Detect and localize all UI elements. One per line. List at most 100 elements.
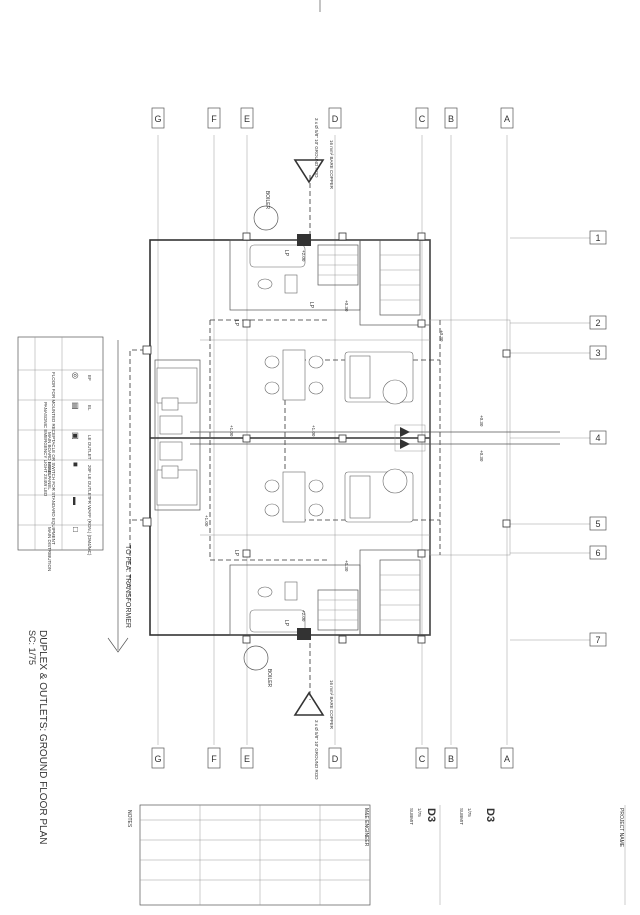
- kitchen-bottom: [156, 441, 198, 506]
- svg-text:C: C: [419, 754, 426, 764]
- svg-text:BOILER: BOILER: [266, 669, 272, 688]
- svg-text:16 mm² BARE COPPER: 16 mm² BARE COPPER: [329, 680, 334, 730]
- svg-text:+2.00: +2.00: [301, 610, 306, 622]
- central-conduit: [190, 424, 560, 452]
- svg-text:3 x Ø 5/8" 10' GROUND ROD: 3 x Ø 5/8" 10' GROUND ROD: [314, 118, 319, 178]
- svg-text:LOAD PANEL: LOAD PANEL: [47, 462, 52, 490]
- svg-text:E: E: [244, 754, 250, 764]
- svg-text:LP: LP: [283, 250, 289, 257]
- svg-text:SUBMIT: SUBMIT: [459, 808, 464, 825]
- svg-text:+1.00: +1.00: [204, 515, 209, 527]
- svg-text:+0.30: +0.30: [439, 330, 444, 342]
- height-labels: +0.30 +0.30 +1.00 +1.00 +0.30 +0.30 +1.0…: [204, 250, 484, 622]
- grid-bubble-E-top: E: [240, 107, 254, 129]
- svg-text:+0.30: +0.30: [479, 415, 484, 427]
- grid-bubble-F-bottom: F: [207, 747, 221, 769]
- svg-text:G: G: [154, 114, 161, 124]
- svg-text:3: 3: [595, 348, 600, 358]
- svg-text:TO FEA. TRANSFORMER: TO FEA. TRANSFORMER: [124, 545, 131, 628]
- svg-text:16 mm² BARE COPPER: 16 mm² BARE COPPER: [329, 140, 334, 190]
- stairs-bottom: [317, 559, 421, 636]
- svg-text:F: F: [211, 114, 217, 124]
- svg-text:A: A: [504, 114, 510, 124]
- svg-text:7: 7: [595, 635, 600, 645]
- svg-text:EF: EF: [87, 375, 92, 381]
- svg-text:DUPLEX & OUTLETS: GROUND FLOOR: DUPLEX & OUTLETS: GROUND FLOOR PLAN: [37, 630, 48, 845]
- svg-text:1/75: 1/75: [417, 808, 422, 817]
- grid-bubble-A-top: A: [500, 107, 514, 129]
- svg-text:5: 5: [595, 519, 600, 529]
- svg-text:20F LE OUTLET: 20F LE OUTLET: [87, 465, 92, 499]
- load-panel-bottom: [297, 628, 311, 640]
- svg-text:+0.30: +0.30: [344, 300, 349, 312]
- svg-text:+0.30: +0.30: [344, 560, 349, 572]
- svg-text:D3: D3: [425, 808, 437, 822]
- svg-text:B: B: [448, 754, 454, 764]
- legend-table: EF ◎ FLOOR FOR MOUNTED RECEPTACLE OR SWI…: [17, 336, 104, 571]
- grid-bubble-B-top: B: [444, 107, 458, 129]
- building-walls: [149, 239, 511, 636]
- svg-text:+0.30: +0.30: [479, 450, 484, 462]
- svg-text:■: ■: [71, 462, 80, 467]
- ground-rod-bottom: 3 x Ø 5/8" 10' GROUND ROD 16 mm² BARE CO…: [293, 680, 334, 780]
- grid-bubble-F-top: F: [207, 107, 221, 129]
- grid-bubble-6: 6: [589, 545, 607, 560]
- grid-bubble-B-bottom: B: [444, 747, 458, 769]
- boiler-top: BOILER: [253, 191, 279, 231]
- junction-boxes: [142, 232, 511, 644]
- svg-text:D: D: [332, 114, 339, 124]
- grid-bubble-D-top: D: [328, 107, 342, 129]
- svg-text:A: A: [504, 754, 510, 764]
- grid-number-lines: [510, 237, 590, 641]
- svg-text:1: 1: [595, 233, 600, 243]
- svg-text:NOTES: NOTES: [126, 810, 132, 828]
- stairs-top: [317, 239, 421, 316]
- bathroom-top: [249, 244, 306, 294]
- grid-bubble-C-bottom: C: [415, 747, 429, 769]
- svg-text:+1.00: +1.00: [311, 425, 316, 437]
- svg-text:EL: EL: [87, 405, 92, 411]
- svg-text:SC: 1/75: SC: 1/75: [27, 630, 37, 665]
- svg-text:▬: ▬: [71, 497, 80, 505]
- svg-text:C: C: [419, 114, 426, 124]
- dining-table-bottom: [264, 471, 324, 523]
- svg-text:LP: LP: [233, 320, 239, 327]
- svg-text:LP: LP: [233, 550, 239, 557]
- grid-bubble-G-bottom: G: [151, 747, 165, 769]
- grid-bubble-C-top: C: [415, 107, 429, 129]
- svg-text:3 x Ø 5/8" 10' GROUND ROD: 3 x Ø 5/8" 10' GROUND ROD: [314, 720, 319, 780]
- sofa-bottom: [344, 468, 414, 523]
- kitchen-top: [156, 367, 198, 435]
- svg-text:MAIN BOARD PANEL: MAIN BOARD PANEL: [47, 432, 52, 477]
- ground-rod-top: 3 x Ø 5/8" 10' GROUND ROD 16 mm² BARE CO…: [293, 118, 334, 190]
- svg-text:1/75: 1/75: [467, 808, 472, 817]
- circuit-lines: [129, 175, 441, 700]
- svg-text:PANASONIC EMERGENCY LIGHT 2X4W: PANASONIC EMERGENCY LIGHT 2X4W LED: [43, 402, 48, 497]
- svg-text:B: B: [448, 114, 454, 124]
- load-panel-top: [297, 234, 311, 246]
- transformer-arrow: TO FEA. TRANSFORMER: [107, 340, 131, 653]
- svg-text:FR WAFF (RON.) (DM4/MC): FR WAFF (RON.) (DM4/MC): [87, 498, 92, 556]
- svg-text:LE OUTLET: LE OUTLET: [87, 435, 92, 460]
- grid-bubble-4: 4: [589, 430, 607, 445]
- svg-text:D3: D3: [484, 808, 496, 822]
- boiler-bottom: BOILER: [243, 645, 272, 688]
- svg-text:D: D: [332, 754, 339, 764]
- svg-text:□: □: [71, 527, 80, 532]
- svg-text:+2.00: +2.00: [301, 250, 306, 262]
- grid-bubble-A-bottom: A: [500, 747, 514, 769]
- svg-text:F: F: [211, 754, 217, 764]
- svg-text:LP: LP: [308, 302, 314, 309]
- svg-text:▤: ▤: [71, 402, 80, 410]
- grid-bubble-3: 3: [589, 345, 607, 360]
- grid-bubble-G-top: G: [151, 107, 165, 129]
- drawing-title: DUPLEX & OUTLETS: GROUND FLOOR PLAN SC: …: [27, 630, 48, 845]
- grid-bubble-5: 5: [589, 516, 607, 531]
- grid-bubble-2: 2: [589, 315, 607, 330]
- grid-bubble-1: 1: [589, 230, 607, 245]
- svg-text:BOILER: BOILER: [264, 191, 270, 210]
- grid-bubble-7: 7: [589, 632, 607, 647]
- svg-text:◎: ◎: [71, 372, 80, 379]
- bathroom-bottom: [249, 581, 306, 633]
